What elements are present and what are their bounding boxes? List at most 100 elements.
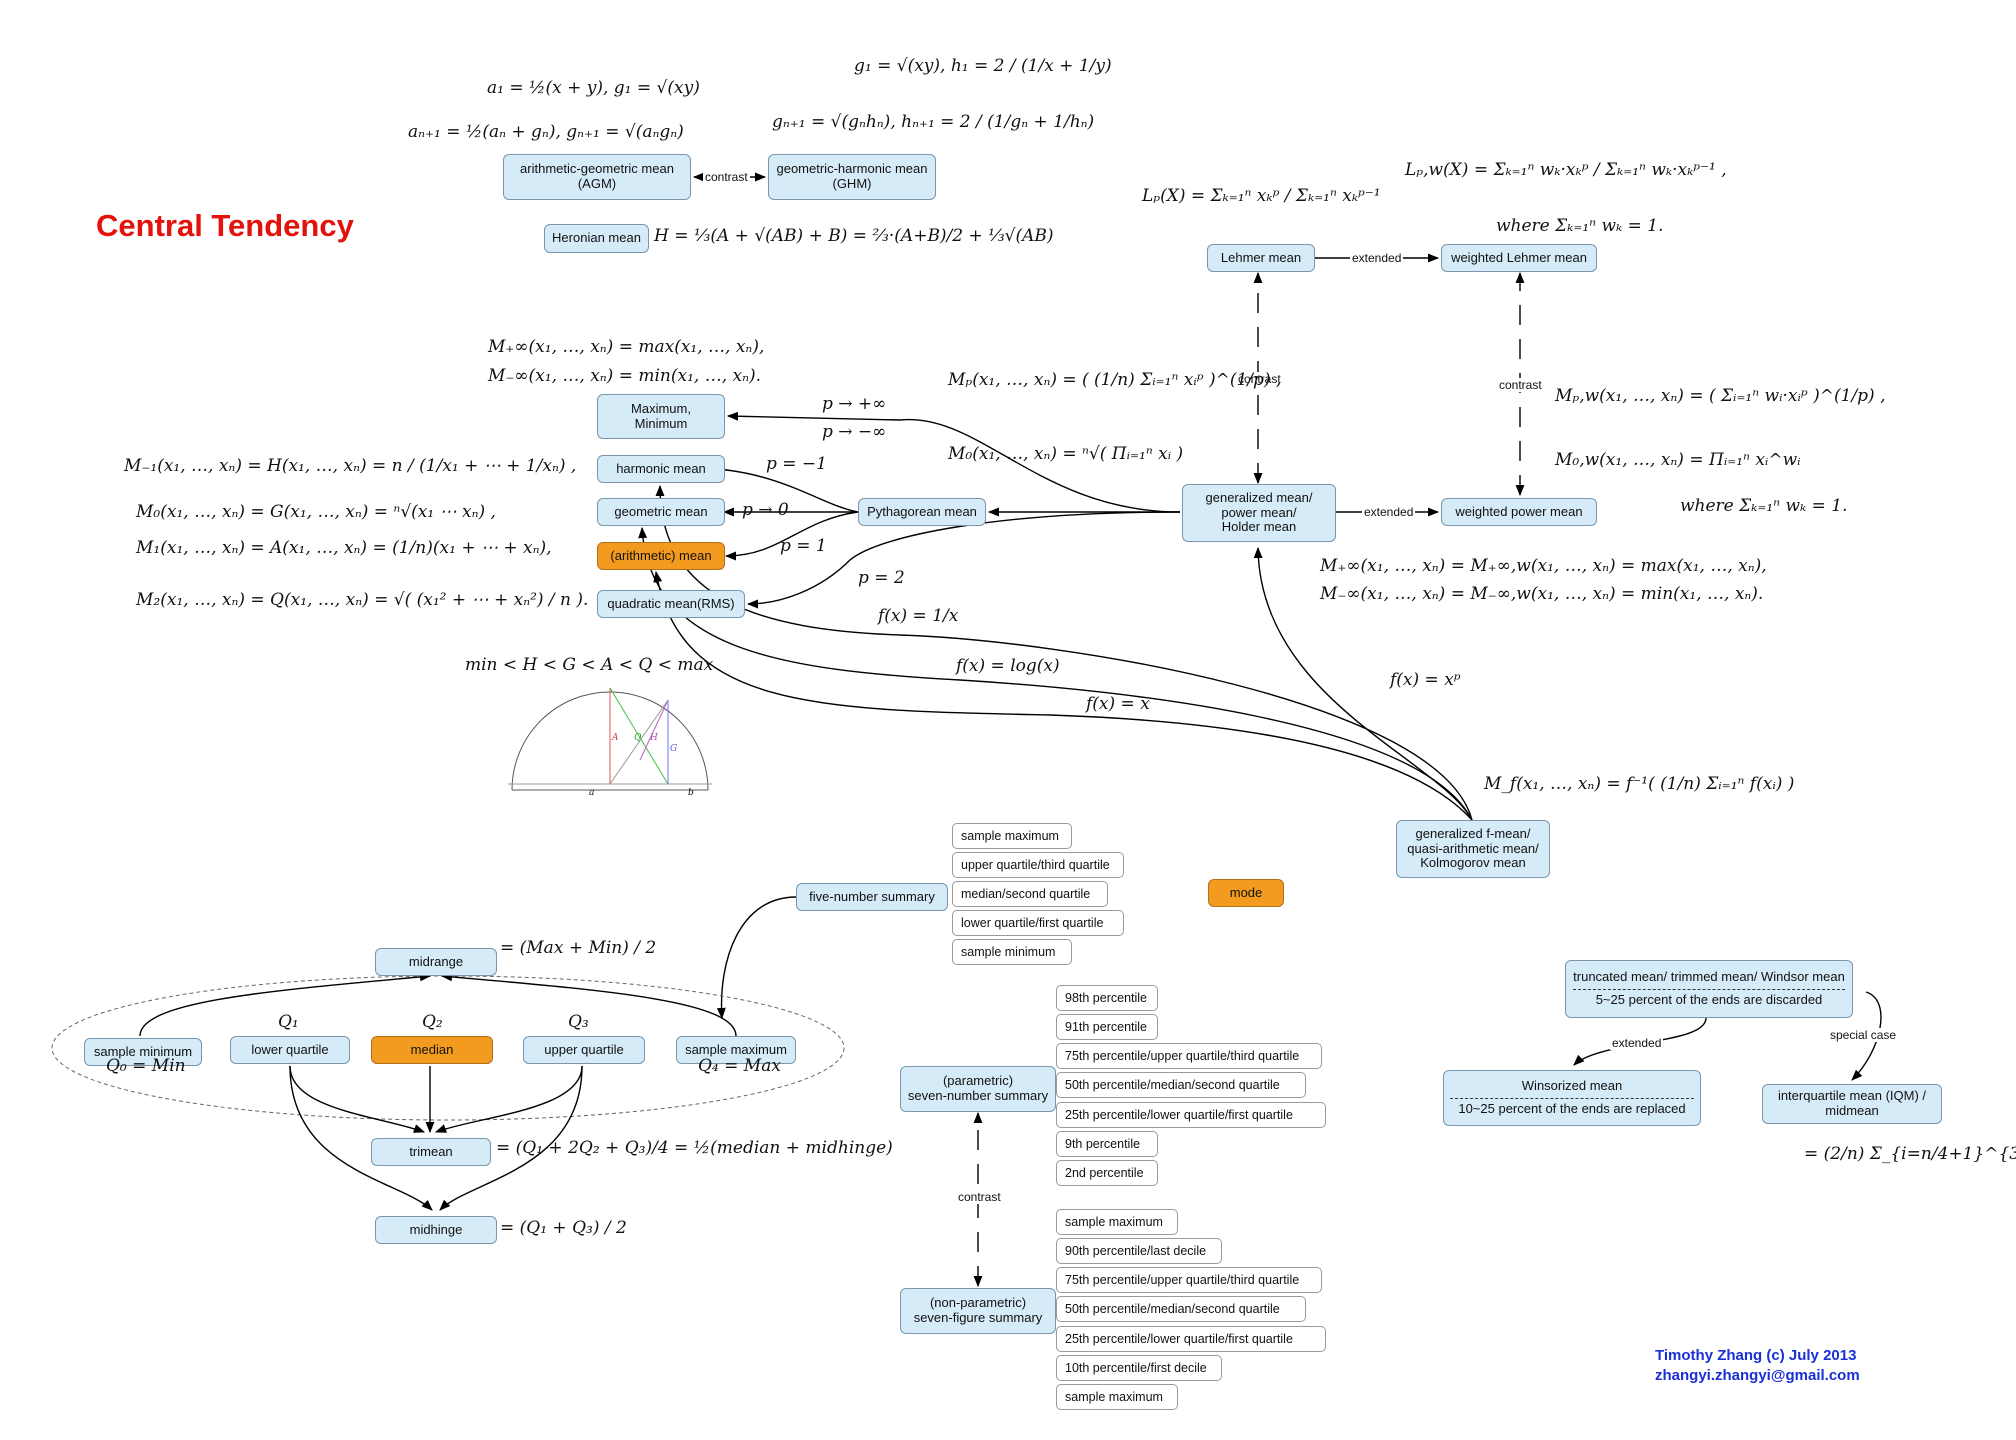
harmonic-mean-node[interactable]: harmonic mean [597, 455, 725, 483]
ghm-formula-2: gₙ₊₁ = √(gₙhₙ), hₙ₊₁ = 2 / (1/gₙ + 1/hₙ) [772, 112, 1095, 132]
trimean-formula: = (Q₁ + 2Q₂ + Q₃)/4 = ½(median + midhing… [496, 1138, 893, 1158]
parametric-seven-number-node[interactable]: (parametric) seven-number summary [900, 1066, 1056, 1112]
nonparametric-item[interactable]: 25th percentile/lower quartile/first qua… [1056, 1326, 1326, 1352]
geometric-mean-node[interactable]: geometric mean [597, 498, 725, 526]
parametric-item[interactable]: 50th percentile/median/second quartile [1056, 1072, 1306, 1098]
semicircle-label-g: G [670, 744, 678, 754]
power-mean-zero-formula: M₀(x₁, …, xₙ) = ⁿ√( Πᵢ₌₁ⁿ xᵢ ) [948, 444, 1184, 464]
lehmer-formula: Lₚ(X) = Σₖ₌₁ⁿ xₖᵖ / Σₖ₌₁ⁿ xₖᵖ⁻¹ [1142, 186, 1381, 206]
maximum-minimum-node[interactable]: Maximum, Minimum [597, 394, 725, 439]
parametric-item[interactable]: 9th percentile [1056, 1131, 1158, 1157]
pythagorean-mean-node[interactable]: Pythagorean mean [858, 498, 986, 526]
agm-formula-2: aₙ₊₁ = ½(aₙ + gₙ), gₙ₊₁ = √(aₙgₙ) [408, 122, 684, 142]
five-number-item[interactable]: lower quartile/first quartile [952, 910, 1124, 936]
five-number-item[interactable]: sample minimum [952, 939, 1072, 965]
iqm-formula: = (2/n) Σ_{i=n/4+1}^{3n/4} xᵢ [1804, 1144, 2016, 1164]
weighted-power-where: where Σₖ₌₁ⁿ wₖ = 1. [1680, 496, 1848, 516]
generalized-f-mean-node[interactable]: generalized f-mean/ quasi-arithmetic mea… [1396, 820, 1550, 878]
midhinge-node[interactable]: midhinge [375, 1216, 497, 1244]
parametric-item[interactable]: 91th percentile [1056, 1014, 1158, 1040]
p-plus-infinity-label: p → +∞ [822, 394, 887, 414]
upper-quartile-node[interactable]: upper quartile [523, 1036, 645, 1064]
q0-min-label: Q₀ = Min [106, 1056, 186, 1076]
truncated-mean-detail: 5~25 percent of the ends are discarded [1595, 992, 1823, 1007]
truncated-mean-node[interactable]: truncated mean/ trimmed mean/ Windsor me… [1565, 960, 1853, 1018]
parametric-item[interactable]: 25th percentile/lower quartile/first qua… [1056, 1102, 1326, 1128]
f-identity-label: f(x) = x [1086, 694, 1150, 714]
harmonic-definition: M₋₁(x₁, …, xₙ) = H(x₁, …, xₙ) = n / (1/x… [124, 456, 577, 476]
agm-node[interactable]: arithmetic-geometric mean (AGM) [503, 154, 691, 200]
edge-fmean-arithmetic [653, 570, 1473, 821]
weighted-power-mean-node[interactable]: weighted power mean [1441, 498, 1597, 526]
edge-upper-trimean [434, 1065, 583, 1133]
sample-minimum-node[interactable]: sample minimum [84, 1038, 202, 1066]
q1-label: Q₁ [278, 1012, 299, 1032]
infinity-limits-formula-1: M₊∞(x₁, …, xₙ) = M₊∞,w(x₁, …, xₙ) = max(… [1320, 556, 1767, 576]
parametric-item[interactable]: 2nd percentile [1056, 1160, 1158, 1186]
midhinge-formula: = (Q₁ + Q₃) / 2 [500, 1218, 627, 1238]
quadratic-definition: M₂(x₁, …, xₙ) = Q(x₁, …, xₙ) = √( (x₁² +… [136, 590, 589, 610]
nonparametric-item[interactable]: 50th percentile/median/second quartile [1056, 1296, 1306, 1322]
lower-quartile-node[interactable]: lower quartile [230, 1036, 350, 1064]
trimean-node[interactable]: trimean [371, 1138, 491, 1166]
five-number-item[interactable]: sample maximum [952, 823, 1072, 849]
weighted-power-zero-formula: M₀,w(x₁, …, xₙ) = Πᵢ₌₁ⁿ xᵢ^wᵢ [1555, 450, 1801, 470]
edge-truncated-iqm [1851, 991, 1882, 1081]
f-mean-formula: M_f(x₁, …, xₙ) = f⁻¹( (1/n) Σᵢ₌₁ⁿ f(xᵢ) … [1484, 774, 1795, 794]
sample-maximum-node[interactable]: sample maximum [676, 1036, 796, 1064]
p-minus-infinity-label: p → −∞ [822, 422, 887, 442]
edge-label-extended-lehmer: extended [1350, 251, 1404, 265]
f-reciprocal-label: f(x) = 1/x [878, 606, 959, 626]
arithmetic-definition: M₁(x₁, …, xₙ) = A(x₁, …, xₙ) = (1/n)(x₁ … [136, 538, 552, 558]
lehmer-node[interactable]: Lehmer mean [1207, 244, 1315, 272]
weighted-lehmer-formula-2: where Σₖ₌₁ⁿ wₖ = 1. [1496, 216, 1664, 236]
maxmin-formula-1: M₊∞(x₁, …, xₙ) = max(x₁, …, xₙ), [488, 337, 765, 357]
nonparametric-seven-figure-node[interactable]: (non-parametric) seven-figure summary [900, 1288, 1056, 1334]
power-mean-formula: Mₚ(x₁, …, xₙ) = ( (1/n) Σᵢ₌₁ⁿ xᵢᵖ )^(1/p… [948, 370, 1282, 390]
p-two-label: p = 2 [858, 568, 905, 588]
divider [1572, 989, 1846, 990]
semicircle-label-a: A [612, 733, 619, 743]
interquartile-mean-node[interactable]: interquartile mean (IQM) / midmean [1762, 1084, 1942, 1124]
nonparametric-item[interactable]: sample maximum [1056, 1384, 1178, 1410]
mode-node[interactable]: mode [1208, 879, 1284, 907]
nonparametric-item[interactable]: 10th percentile/first decile [1056, 1355, 1222, 1381]
f-log-label: f(x) = log(x) [956, 656, 1060, 676]
five-number-item[interactable]: median/second quartile [952, 881, 1108, 907]
heronian-node[interactable]: Heronian mean [544, 224, 649, 253]
f-power-label: f(x) = xᵖ [1390, 670, 1461, 690]
weighted-lehmer-formula-1: Lₚ,w(X) = Σₖ₌₁ⁿ wₖ·xₖᵖ / Σₖ₌₁ⁿ wₖ·xₖᵖ⁻¹ … [1405, 160, 1727, 180]
winsorized-mean-node[interactable]: Winsorized mean 10~25 percent of the end… [1443, 1070, 1701, 1126]
weighted-power-formula: Mₚ,w(x₁, …, xₙ) = ( Σᵢ₌₁ⁿ wᵢ·xᵢᵖ )^(1/p)… [1555, 386, 1886, 406]
parametric-item[interactable]: 98th percentile [1056, 985, 1158, 1011]
quadratic-mean-node[interactable]: quadratic mean(RMS) [597, 590, 745, 618]
nonparametric-item[interactable]: sample maximum [1056, 1209, 1178, 1235]
ghm-node[interactable]: geometric-harmonic mean (GHM) [768, 154, 936, 200]
quartile-group-ellipse [51, 975, 845, 1121]
q2-label: Q₂ [422, 1012, 443, 1032]
parametric-item[interactable]: 75th percentile/upper quartile/third qua… [1056, 1043, 1322, 1069]
edge-label-contrast-lehmer: contrast [1236, 372, 1283, 386]
nonparametric-item[interactable]: 90th percentile/last decile [1056, 1238, 1222, 1264]
five-number-item[interactable]: upper quartile/third quartile [952, 852, 1124, 878]
midrange-node[interactable]: midrange [375, 948, 497, 976]
edge-lower-midhinge [289, 1065, 433, 1211]
edge-label-contrast-weighted: contrast [1497, 378, 1544, 392]
divider [1450, 1098, 1694, 1099]
mean-inequality: min < H < G < A < Q < max [465, 655, 714, 675]
nonparametric-item[interactable]: 75th percentile/upper quartile/third qua… [1056, 1267, 1322, 1293]
edge-generalized-maxmin [726, 411, 1181, 513]
generalized-mean-node[interactable]: generalized mean/ power mean/ Holder mea… [1182, 484, 1336, 542]
edge-fmean-geometric [638, 526, 1473, 821]
five-number-summary-node[interactable]: five-number summary [796, 883, 948, 911]
arithmetic-mean-node[interactable]: (arithmetic) mean [597, 542, 725, 570]
median-node[interactable]: median [371, 1036, 493, 1064]
truncated-mean-title: truncated mean/ trimmed mean/ Windsor me… [1573, 969, 1845, 985]
edge-label-contrast-agm: contrast [703, 170, 750, 184]
credit-email: zhangyi.zhangyi@gmail.com [1655, 1367, 1860, 1384]
edge-fivenumber-samplemax [716, 896, 797, 1020]
ghm-formula-1: g₁ = √(xy), h₁ = 2 / (1/x + 1/y) [854, 56, 1112, 76]
infinity-limits-formula-2: M₋∞(x₁, …, xₙ) = M₋∞,w(x₁, …, xₙ) = min(… [1320, 584, 1764, 604]
weighted-lehmer-node[interactable]: weighted Lehmer mean [1441, 244, 1597, 272]
geometric-definition: M₀(x₁, …, xₙ) = G(x₁, …, xₙ) = ⁿ√(x₁ ⋯ x… [136, 502, 496, 522]
